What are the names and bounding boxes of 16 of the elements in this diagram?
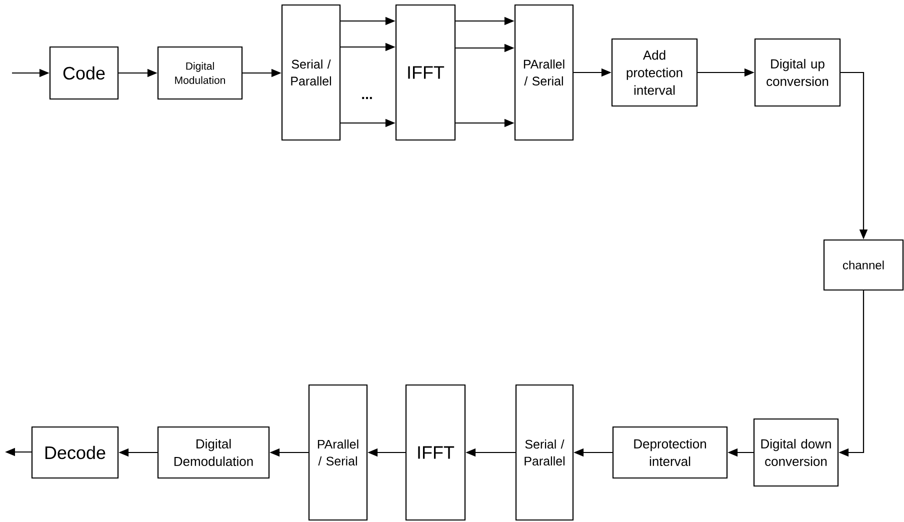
process-box: PArallel / Serial [514, 4, 574, 141]
process-box: Code [49, 46, 119, 100]
process-box: channel [823, 239, 904, 291]
ellipsis-label: ... [362, 96, 372, 100]
process-box: Decode [31, 426, 119, 479]
process-box: IFFT [405, 384, 466, 521]
process-box: Digital Demodulation [157, 426, 270, 479]
process-box: IFFT [395, 4, 456, 141]
process-box: Deprotection interval [612, 426, 728, 479]
process-box: Digital Modulation [157, 46, 243, 100]
process-box: Serial / Parallel [515, 384, 574, 521]
process-box: Digital down conversion [753, 418, 839, 487]
process-box: Add protection interval [611, 38, 698, 107]
process-box: PArallel / Serial [308, 384, 368, 521]
process-box: Serial / Parallel [281, 4, 341, 141]
process-box: Digital up conversion [754, 38, 841, 107]
